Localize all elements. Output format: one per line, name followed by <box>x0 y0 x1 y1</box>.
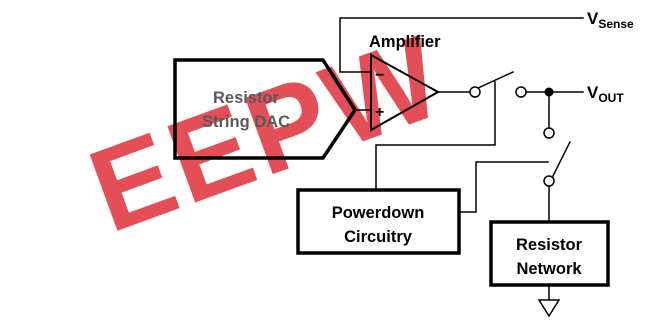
shunt-switch-blade <box>551 140 572 178</box>
amp-plus-sign: + <box>375 104 384 121</box>
dac-label-line2: String DAC <box>202 113 290 131</box>
resistor-string-dac-block <box>173 58 358 160</box>
switch2-terminal-b <box>543 175 555 187</box>
network-label-line1: Resistor <box>516 236 583 254</box>
powerdown-label-line2: Circuitry <box>344 228 413 246</box>
switch-terminal-a <box>469 86 481 98</box>
powerdown-label-line1: Powerdown <box>332 204 425 222</box>
output-switch-blade <box>477 71 514 89</box>
amp-minus-sign: − <box>375 67 384 84</box>
control-line-output-switch <box>375 81 496 191</box>
vsense-pin-label: VSense <box>587 9 634 31</box>
network-label-line2: Network <box>516 260 582 278</box>
switch2-terminal-a <box>543 127 555 139</box>
dac-label-line1: Resistor <box>213 89 280 107</box>
amplifier-label: Amplifier <box>369 33 441 51</box>
vout-pin-label: VOUT <box>587 83 624 105</box>
powerdown-circuitry-block <box>296 188 461 255</box>
control-line-shunt-switch <box>458 161 549 213</box>
switch-terminal-b <box>515 86 527 98</box>
amplifier-triangle <box>370 53 441 132</box>
ground-symbol <box>537 299 561 318</box>
wire-vsense-feedback <box>339 17 584 73</box>
